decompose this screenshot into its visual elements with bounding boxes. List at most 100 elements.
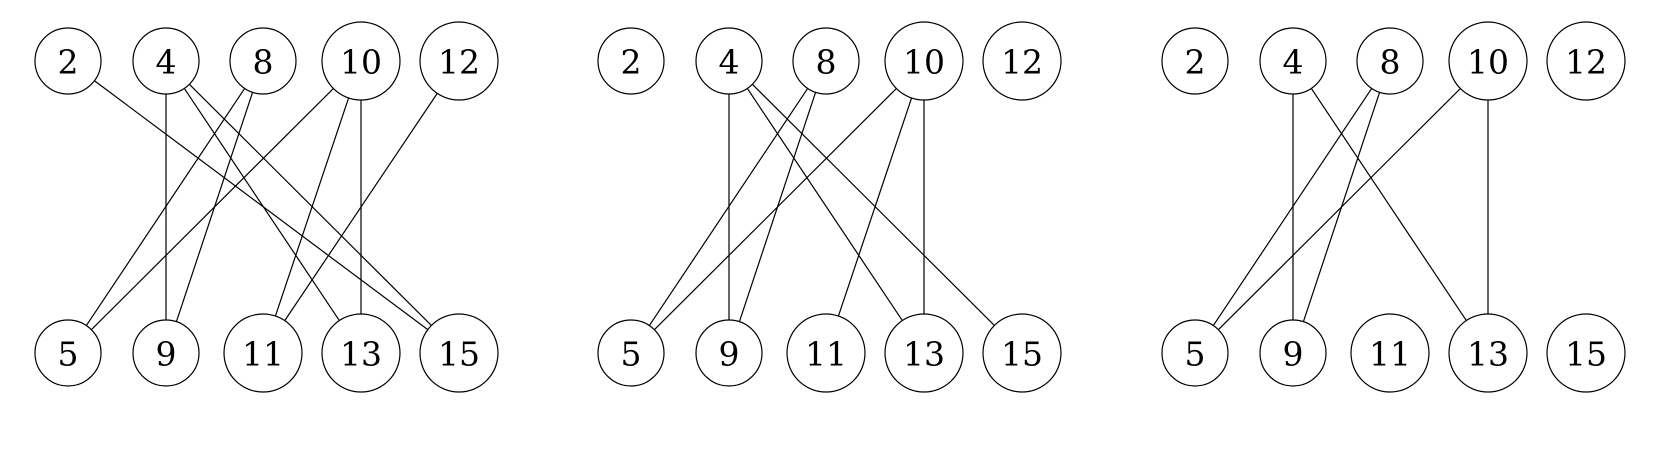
node-top-2: 2 bbox=[1161, 27, 1229, 95]
node-top-4: 4 bbox=[695, 27, 763, 95]
edge-10-5 bbox=[1217, 88, 1461, 331]
node-label: 2 bbox=[621, 43, 642, 82]
node-label: 5 bbox=[621, 335, 642, 374]
node-label: 10 bbox=[903, 43, 945, 82]
node-bottom-15: 15 bbox=[1546, 313, 1626, 393]
edge-8-5 bbox=[1212, 88, 1373, 326]
node-circle bbox=[321, 21, 401, 101]
node-circle bbox=[132, 27, 200, 95]
node-label: 8 bbox=[1380, 43, 1401, 82]
node-circle bbox=[34, 27, 102, 95]
node-circle bbox=[982, 313, 1062, 393]
node-circle bbox=[695, 27, 763, 95]
edge-4-15 bbox=[751, 83, 995, 326]
node-circle bbox=[597, 319, 665, 387]
node-label: 8 bbox=[253, 43, 274, 82]
node-label: 4 bbox=[156, 43, 177, 82]
node-circle bbox=[34, 319, 102, 387]
node-circle bbox=[597, 27, 665, 95]
edge-4-13 bbox=[746, 88, 903, 321]
node-label: 13 bbox=[903, 335, 945, 374]
node-circle bbox=[419, 21, 499, 101]
node-label: 12 bbox=[438, 43, 480, 82]
node-top-12: 12 bbox=[419, 21, 499, 101]
node-circle bbox=[1259, 27, 1327, 95]
node-label: 12 bbox=[1001, 43, 1043, 82]
node-label: 10 bbox=[1467, 43, 1509, 82]
node-circle bbox=[1448, 21, 1528, 101]
edge-8-5 bbox=[648, 88, 809, 326]
node-top-2: 2 bbox=[597, 27, 665, 95]
node-label: 4 bbox=[719, 43, 740, 82]
node-circle bbox=[229, 27, 297, 95]
node-label: 2 bbox=[1185, 43, 1206, 82]
edge-10-5 bbox=[653, 88, 897, 331]
node-label: 11 bbox=[805, 335, 847, 374]
node-label: 5 bbox=[58, 335, 79, 374]
node-label: 15 bbox=[438, 335, 480, 374]
node-circle bbox=[1546, 21, 1626, 101]
node-top-10: 10 bbox=[1448, 21, 1528, 101]
node-circle bbox=[695, 319, 763, 387]
node-label: 2 bbox=[58, 43, 79, 82]
node-top-12: 12 bbox=[982, 21, 1062, 101]
node-bottom-9: 9 bbox=[695, 319, 763, 387]
node-bottom-5: 5 bbox=[597, 319, 665, 387]
node-bottom-15: 15 bbox=[419, 313, 499, 393]
node-bottom-11: 11 bbox=[223, 313, 303, 393]
node-bottom-15: 15 bbox=[982, 313, 1062, 393]
node-circle bbox=[1448, 313, 1528, 393]
node-circle bbox=[223, 313, 303, 393]
node-label: 9 bbox=[1283, 335, 1304, 374]
node-circle bbox=[1161, 319, 1229, 387]
node-label: 13 bbox=[340, 335, 382, 374]
node-circle bbox=[1356, 27, 1424, 95]
node-label: 10 bbox=[340, 43, 382, 82]
node-circle bbox=[1161, 27, 1229, 95]
node-top-8: 8 bbox=[1356, 27, 1424, 95]
node-label: 11 bbox=[1369, 335, 1411, 374]
node-bottom-9: 9 bbox=[132, 319, 200, 387]
node-label: 9 bbox=[156, 335, 177, 374]
node-bottom-11: 11 bbox=[1350, 313, 1430, 393]
node-circle bbox=[786, 313, 866, 393]
node-label: 8 bbox=[816, 43, 837, 82]
node-top-4: 4 bbox=[132, 27, 200, 95]
node-label: 13 bbox=[1467, 335, 1509, 374]
node-circle bbox=[419, 313, 499, 393]
edge-4-15 bbox=[188, 83, 432, 326]
edge-4-13 bbox=[183, 88, 340, 321]
edge-12-11 bbox=[284, 93, 438, 321]
bipartite-graph-2: 2 4 8 10 12 5 9 11 13 15 bbox=[597, 21, 1062, 393]
node-top-4: 4 bbox=[1259, 27, 1327, 95]
node-top-12: 12 bbox=[1546, 21, 1626, 101]
node-top-10: 10 bbox=[321, 21, 401, 101]
node-circle bbox=[1350, 313, 1430, 393]
node-circle bbox=[1259, 319, 1327, 387]
node-bottom-13: 13 bbox=[1448, 313, 1528, 393]
edge-10-11 bbox=[274, 97, 350, 317]
node-top-8: 8 bbox=[229, 27, 297, 95]
node-label: 12 bbox=[1565, 43, 1607, 82]
node-bottom-5: 5 bbox=[1161, 319, 1229, 387]
bipartite-graph-1: 2 4 8 10 12 5 9 11 13 15 bbox=[34, 21, 499, 393]
node-circle bbox=[792, 27, 860, 95]
node-top-10: 10 bbox=[884, 21, 964, 101]
node-bottom-11: 11 bbox=[786, 313, 866, 393]
edge-4-13 bbox=[1310, 88, 1467, 321]
edge-2-15 bbox=[94, 80, 429, 331]
node-circle bbox=[321, 313, 401, 393]
node-label: 15 bbox=[1565, 335, 1607, 374]
node-circle bbox=[132, 319, 200, 387]
node-circle bbox=[1546, 313, 1626, 393]
node-circle bbox=[884, 313, 964, 393]
edge-10-5 bbox=[90, 88, 334, 331]
node-top-2: 2 bbox=[34, 27, 102, 95]
node-top-8: 8 bbox=[792, 27, 860, 95]
node-label: 9 bbox=[719, 335, 740, 374]
node-label: 11 bbox=[242, 335, 284, 374]
node-bottom-13: 13 bbox=[884, 313, 964, 393]
node-bottom-9: 9 bbox=[1259, 319, 1327, 387]
node-circle bbox=[982, 21, 1062, 101]
